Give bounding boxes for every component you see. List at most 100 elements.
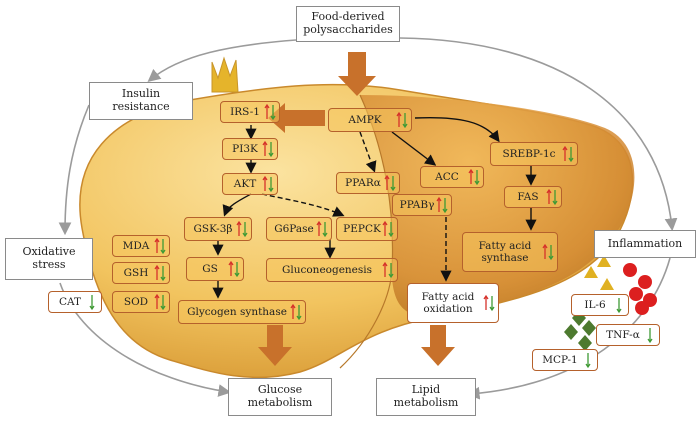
arrow-food-to-inflammation	[399, 37, 678, 232]
node-glycogen-synthase: Glycogen synthase	[178, 300, 306, 324]
node-gluconeogenesis: Gluconeogenesis	[266, 258, 398, 282]
triangle-marker	[597, 255, 611, 267]
node-label: TNF-α	[606, 328, 640, 341]
node-label: IRS-1	[230, 105, 260, 118]
node-label: Fatty acid oxidation	[421, 290, 475, 315]
triangle-marker	[584, 266, 598, 278]
arrow-ampk-srebp	[414, 116, 500, 143]
updown-icon	[562, 145, 574, 163]
arrow-food-to-insulin	[147, 39, 297, 83]
updown-icon	[546, 188, 558, 206]
down-icon	[585, 353, 591, 369]
diamond-marker	[578, 335, 592, 351]
node-fatty-acid-synthase: Fatty acid synthase	[462, 232, 558, 272]
gallbladder-shape	[211, 56, 239, 93]
node-label: Gluconeogenesis	[281, 263, 373, 276]
node-label: IL-6	[584, 298, 606, 311]
node-label: Fatty acid synthase	[478, 239, 532, 264]
updown-icon	[316, 220, 328, 238]
updown-icon	[483, 294, 495, 312]
node-ppab: PPABγ	[392, 194, 452, 216]
inflammation-box: Inflammation	[594, 230, 696, 258]
node-acc: ACC	[420, 166, 484, 188]
arrow-insulin-to-oxidative	[58, 104, 90, 236]
updown-icon	[382, 261, 394, 279]
node-label: PEPCK	[343, 222, 381, 235]
circle-marker	[635, 301, 649, 315]
node-fas: FAS	[504, 186, 562, 208]
diamond-marker	[564, 324, 578, 340]
arrow-inflammation-to-lipid	[466, 257, 671, 400]
node-akt: AKT	[222, 173, 278, 195]
heavy-arrow-food-to-ampk	[338, 52, 376, 96]
lipid-metabolism-box: Lipid metabolism	[376, 378, 476, 416]
node-label: MCP-1	[542, 353, 578, 366]
node-label: AKT	[233, 177, 257, 190]
node-ampk: AMPK	[328, 108, 412, 132]
updown-icon	[264, 103, 276, 121]
node-srebp1c: SREBP-1c	[490, 142, 578, 166]
node-label: Glycogen synthase	[187, 305, 287, 318]
node-mcp1: MCP-1	[532, 349, 598, 371]
updown-icon	[542, 243, 554, 261]
food-polysaccharides-box: Food-derived polysaccharides	[296, 6, 400, 42]
node-label: GSH	[123, 266, 149, 279]
arrow-akt-pepck	[261, 193, 345, 217]
arrow-ampk-acc	[391, 131, 437, 166]
node-cat: CAT	[48, 291, 102, 313]
node-label: MDA	[122, 239, 150, 252]
updown-icon	[228, 260, 240, 278]
node-pi3k: PI3K	[222, 138, 278, 160]
node-gs: GS	[186, 257, 244, 281]
updown-icon	[154, 237, 166, 255]
updown-icon	[154, 264, 166, 282]
updown-icon	[468, 168, 480, 186]
node-label: PI3K	[232, 142, 258, 155]
node-g6pase: G6Pase	[266, 217, 332, 241]
node-label: GSK-3β	[193, 222, 233, 235]
node-label: ACC	[435, 170, 459, 183]
node-pepck: PEPCK	[336, 217, 398, 241]
heavy-arrow-ampk-to-irs1	[268, 103, 325, 133]
node-label: PPARα	[345, 176, 381, 189]
updown-icon	[396, 111, 408, 129]
node-gsk3b: GSK-3β	[184, 217, 252, 241]
triangle-marker	[600, 278, 614, 290]
node-label: CAT	[58, 295, 82, 308]
node-irs1: IRS-1	[220, 101, 280, 123]
updown-icon	[154, 293, 166, 311]
node-label: PPABγ	[399, 198, 435, 211]
arrow-ampk-ppara	[359, 131, 377, 173]
node-fatty-acid-oxidation: Fatty acid oxidation	[407, 283, 499, 323]
updown-icon	[382, 220, 394, 238]
node-ppara: PPARα	[336, 172, 400, 194]
heavy-arrow-to-lipid	[421, 325, 455, 366]
updown-icon	[436, 196, 448, 214]
node-sod: SOD	[112, 291, 170, 313]
down-icon	[616, 298, 622, 314]
updown-icon	[236, 220, 248, 238]
updown-icon	[290, 303, 302, 321]
diamond-marker	[582, 320, 596, 336]
node-label: GS	[202, 262, 218, 275]
down-icon	[89, 295, 95, 311]
updown-icon	[384, 174, 396, 192]
node-label: FAS	[517, 190, 539, 203]
circle-marker	[629, 287, 643, 301]
insulin-resistance-box: Insulin resistance	[89, 82, 193, 120]
down-icon	[647, 328, 653, 344]
arrow-akt-gsk3b	[222, 193, 252, 217]
oxidative-stress-box: Oxidative stress	[5, 238, 93, 280]
node-label: SOD	[123, 295, 149, 308]
node-label: AMPK	[348, 113, 382, 126]
node-label: SREBP-1c	[502, 147, 556, 160]
node-gsh: GSH	[112, 262, 170, 284]
node-mda: MDA	[112, 235, 170, 257]
glucose-metabolism-box: Glucose metabolism	[228, 378, 332, 416]
circle-marker	[623, 263, 637, 277]
node-tnfa: TNF-α	[596, 324, 660, 346]
node-label: G6Pase	[274, 222, 314, 235]
circle-marker	[638, 275, 652, 289]
updown-icon	[262, 175, 274, 193]
